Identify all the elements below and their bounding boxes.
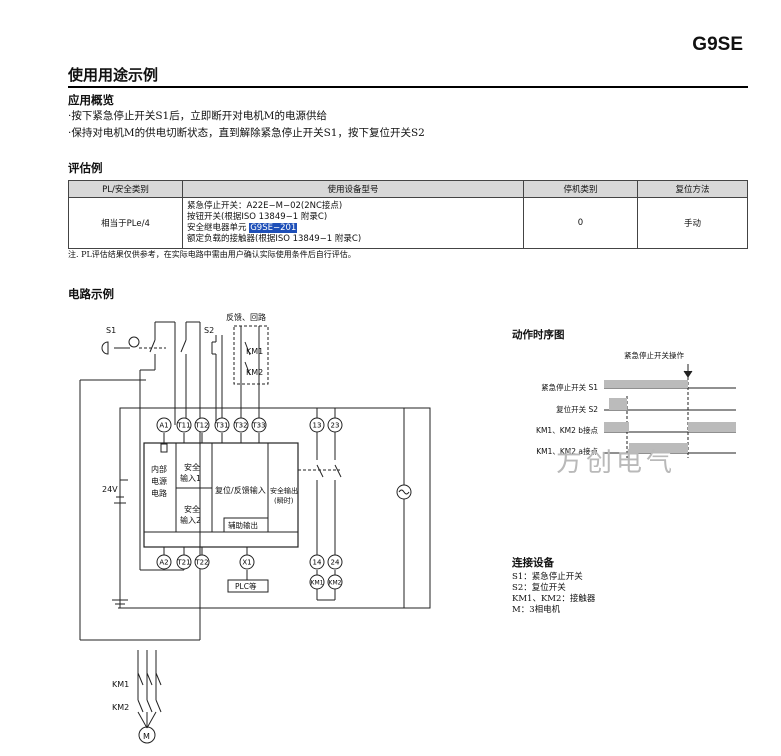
timing-row-1: 紧急停止开关 S1 <box>541 382 598 392</box>
model-title: G9SE <box>692 34 743 55</box>
label-km1-fb: KM1 <box>246 347 263 356</box>
label-in2-1: 安全 <box>184 504 200 514</box>
terminal-bottom-3-label: X1 <box>242 559 251 567</box>
connections-list: S1：紧急停止开关 S2：复位开关 KM1、KM2：接触器 M：3相电机 <box>512 572 595 616</box>
device-line-4: 额定负载的接触器(根据ISO 13849−1 附录C) <box>187 234 362 244</box>
timing-bar-s1 <box>604 380 688 388</box>
device-highlight: G9SE−201 <box>249 223 298 233</box>
timing-row-4: KM1、KM2 a接点 <box>536 446 598 456</box>
col-reset: 复位方法 <box>637 180 748 198</box>
label-km2-fb: KM2 <box>246 368 263 377</box>
timing-event-label: 紧急停止开关操作 <box>624 350 684 360</box>
terminal-top-3-icon <box>214 417 230 433</box>
label-s1: S1 <box>106 326 116 335</box>
label-feedback: 反馈、回路 <box>226 312 266 322</box>
connections-heading: 连接设备 <box>512 556 554 569</box>
timing-bar-b1 <box>604 422 629 432</box>
terminal-bottom-right-0-icon <box>309 554 325 570</box>
terminal-top-1-icon <box>176 417 192 433</box>
label-km2-motor: KM2 <box>112 703 129 712</box>
label-internal-2: 电源 <box>151 476 167 486</box>
timing-bar-b2 <box>688 422 736 432</box>
terminal-top-1-label: T11 <box>176 422 190 430</box>
cell-stop-category: 0 <box>523 197 638 249</box>
device-line-2: 按钮开关(根据ISO 13849−1 附录C) <box>187 212 328 222</box>
label-s2: S2 <box>204 326 214 335</box>
evaluation-heading: 评估例 <box>68 161 103 175</box>
device-line-3: 安全继电器单元 G9SE−201 <box>187 223 519 234</box>
col-devices: 使用设备型号 <box>182 180 524 198</box>
terminal-bottom-right-1-icon <box>327 554 343 570</box>
terminal-bottom-2-icon <box>194 554 210 570</box>
cell-devices: 紧急停止开关：A22E−M−02(2NC接点) 按钮开关(根据ISO 13849… <box>182 197 524 249</box>
terminal-top-2-label: T12 <box>194 422 208 430</box>
overview-heading: 应用概览 <box>68 93 114 107</box>
section-title: 使用用途示例 <box>68 66 159 84</box>
terminal-top-right-1-label: 23 <box>331 422 340 430</box>
estop-lock-icon <box>128 336 140 348</box>
title-rule <box>68 86 748 88</box>
label-in1-1: 安全 <box>184 462 200 472</box>
terminal-top-3-label: T31 <box>214 422 228 430</box>
terminal-bottom-3-icon <box>239 554 255 570</box>
connection-item: S2：复位开关 <box>512 583 566 593</box>
connection-item: KM1、KM2：接触器 <box>512 594 596 604</box>
overview-line-1: ·按下紧急停止开关S1后，立即断开对电机M的电源供给 <box>68 110 327 122</box>
watermark: 方创电气 <box>556 448 676 478</box>
terminal-bottom-right-1-label: 24 <box>331 559 340 567</box>
terminal-bottom-right-0-label: 14 <box>313 559 322 567</box>
terminal-top-5-label: T33 <box>251 422 265 430</box>
terminal-bottom-1-label: T21 <box>176 559 190 567</box>
connection-item: M：3相电机 <box>512 605 561 615</box>
coil-0-label: KM1 <box>311 580 324 587</box>
terminal-top-2-icon <box>194 417 210 433</box>
terminal-bottom-1-icon <box>176 554 192 570</box>
label-in1-2: 输入1 <box>180 473 201 483</box>
label-safety-out-1: 安全输出 <box>270 486 298 495</box>
terminal-top-0-icon <box>156 417 172 433</box>
label-internal-1: 内部 <box>151 464 167 474</box>
cell-reset: 手动 <box>637 197 748 249</box>
evaluation-note: 注. PL评估结果仅供参考，在实际电路中需由用户确认实际使用条件后自行评估。 <box>68 250 356 259</box>
label-in2-2: 输入2 <box>180 515 201 525</box>
label-motor: M <box>143 732 150 741</box>
terminal-top-4-label: T32 <box>233 422 247 430</box>
timing-heading: 动作时序图 <box>512 328 565 341</box>
estop-mushroom-icon <box>101 341 109 355</box>
terminal-top-0-label: A1 <box>159 422 168 430</box>
label-internal-3: 电路 <box>151 488 167 498</box>
timing-bar-s2 <box>609 398 627 410</box>
label-plc: PLC等 <box>235 581 257 591</box>
timing-bar-a <box>629 443 688 453</box>
terminal-top-right-0-label: 13 <box>313 422 322 430</box>
coil-0-icon <box>309 574 325 590</box>
terminal-bottom-2-label: T22 <box>194 559 208 567</box>
label-safety-out-2: (瞬时) <box>274 496 294 505</box>
terminal-top-5-icon <box>251 417 267 433</box>
overview-line-2: ·保持对电机M的供电切断状态，直到解除紧急停止开关S1，按下复位开关S2 <box>68 127 425 139</box>
label-aux-out: 辅助输出 <box>228 520 258 530</box>
label-reset-feedback: 复位/反馈输入 <box>215 485 266 495</box>
device-line-1: 紧急停止开关：A22E−M−02(2NC接点) <box>187 201 343 211</box>
timing-row-3: KM1、KM2 b接点 <box>536 425 598 435</box>
terminal-bottom-0-icon <box>156 554 172 570</box>
coil-1-label: KM2 <box>329 580 342 587</box>
terminal-top-right-0-icon <box>309 417 325 433</box>
device-line-3-text: 安全继电器单元 <box>187 223 250 233</box>
cell-pl: 相当于PLe/4 <box>68 197 183 249</box>
timing-row-2: 复位开关 S2 <box>556 404 598 414</box>
terminal-top-right-1-icon <box>327 417 343 433</box>
label-km1-motor: KM1 <box>112 680 129 689</box>
evaluation-table: PL/安全类别 使用设备型号 停机类别 复位方法 相当于PLe/4 紧急停止开关… <box>68 180 748 249</box>
label-24v: 24V <box>102 485 118 494</box>
coil-1-icon <box>327 574 343 590</box>
connection-item: S1：紧急停止开关 <box>512 572 583 582</box>
circuit-heading: 电路示例 <box>68 287 114 301</box>
motor-icon <box>138 726 156 744</box>
terminal-top-4-icon <box>233 417 249 433</box>
terminal-bottom-0-label: A2 <box>159 559 168 567</box>
